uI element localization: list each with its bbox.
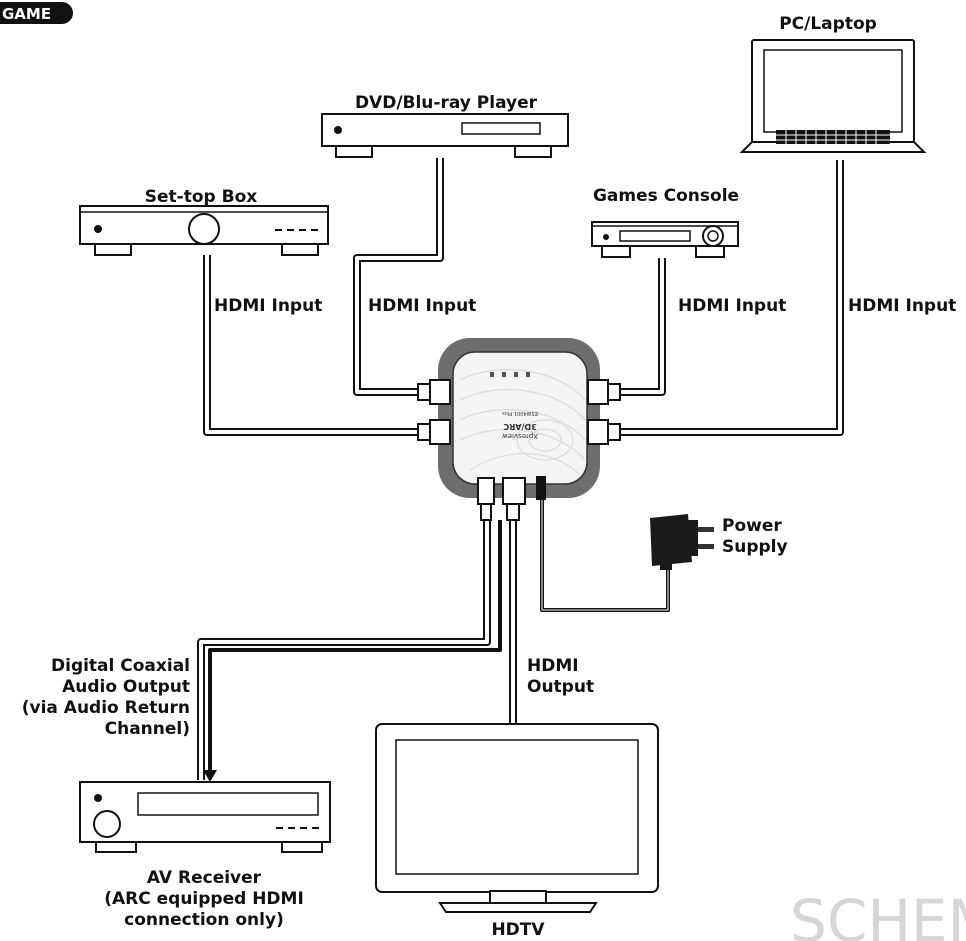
hdmi-output-line2: Output — [527, 677, 594, 697]
coax-label-line1: Digital Coaxial — [51, 656, 190, 676]
hdmi-input-label-3: HDMI Input — [678, 296, 786, 316]
watermark: SCHEM — [790, 887, 966, 941]
hdmi-input-label-1: HDMI Input — [214, 296, 322, 316]
av-label-line3: connection only) — [124, 910, 284, 930]
hdmi-input-label-4: HDMI Input — [848, 296, 956, 316]
coax-label-line2: Audio Output — [62, 677, 190, 697]
pc-laptop — [739, 39, 927, 153]
games-label: Games Console — [593, 186, 739, 206]
dvd-label: DVD/Blu-ray Player — [355, 93, 538, 113]
coax-label-line3: (via Audio Return — [22, 698, 190, 718]
power-label-line2: Supply — [722, 537, 788, 557]
power-cable — [540, 500, 670, 612]
hdtv-label: HDTV — [491, 920, 545, 940]
power-label-line1: Power — [722, 516, 782, 536]
switch-model-text: ESW4001 Plus — [502, 410, 538, 416]
hdmi-input-label-2: HDMI Input — [368, 296, 476, 316]
switch-connectors — [417, 379, 621, 521]
game-tag: GAME — [0, 2, 73, 24]
hdtv — [375, 723, 659, 913]
set-top-box — [79, 205, 329, 256]
hdmi-switch: ESW4001 Plus 3D/ARC Xpresview — [438, 338, 600, 498]
hdmi-output-line1: HDMI — [527, 656, 579, 676]
pc-label: PC/Laptop — [779, 14, 877, 34]
power-supply — [650, 514, 714, 570]
av-receiver — [79, 781, 331, 853]
av-label-line2: (ARC equipped HDMI — [104, 889, 304, 909]
hdmi-cables — [197, 158, 844, 780]
switch-brand-text: Xpresview — [502, 432, 538, 440]
dvd-player — [321, 113, 569, 158]
av-label-line1: AV Receiver — [147, 868, 262, 888]
arc-audio-line — [203, 520, 502, 782]
game-tag-text: GAME — [2, 5, 51, 23]
switch-3darc-text: 3D/ARC — [503, 422, 536, 431]
settop-label: Set-top Box — [145, 187, 257, 207]
coax-label-line4: Channel) — [105, 719, 190, 739]
games-console — [591, 221, 739, 258]
